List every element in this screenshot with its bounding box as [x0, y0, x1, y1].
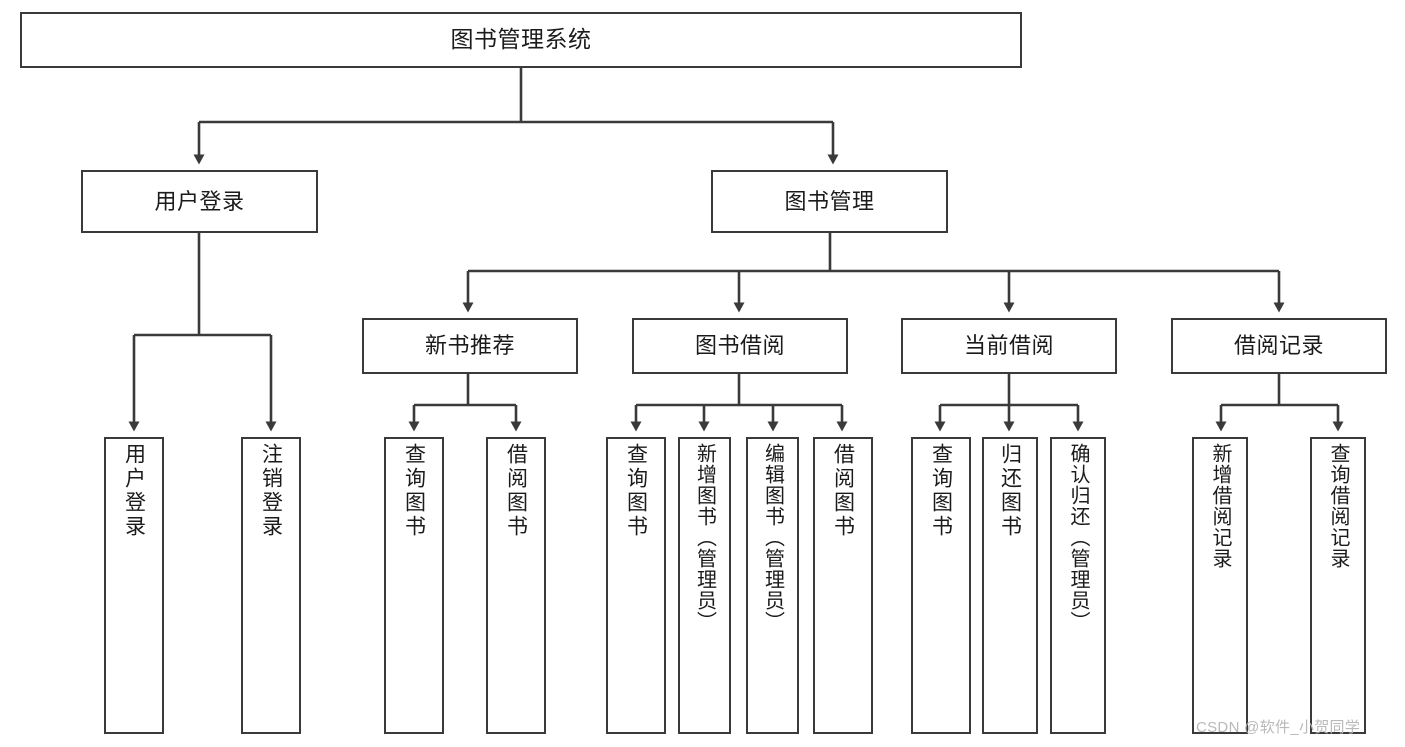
node-label: 查询借阅记录: [1327, 443, 1349, 569]
csdn-watermark: CSDN @软件_小贺同学: [1196, 719, 1361, 736]
node-label: 图书管理: [784, 188, 875, 214]
node-user-login[interactable]: 用户登录: [81, 170, 318, 233]
node-label: 图书管理系统: [450, 26, 592, 53]
leaf-new-book-borrow-books[interactable]: 借阅图书: [486, 437, 546, 734]
node-label: 查询图书: [929, 443, 953, 539]
node-borrowing-records[interactable]: 借阅记录: [1171, 318, 1387, 374]
node-current-borrowing[interactable]: 当前借阅: [901, 318, 1117, 374]
node-label: 新书推荐: [424, 333, 515, 359]
leaf-user-login-login[interactable]: 用户登录: [104, 437, 164, 734]
leaf-record-add-borrow-record[interactable]: 新增借阅记录: [1192, 437, 1248, 734]
node-label: 编辑图书（管理员）: [761, 443, 784, 632]
leaf-borrow-borrow-books[interactable]: 借阅图书: [813, 437, 873, 734]
leaf-borrow-query-books[interactable]: 查询图书: [606, 437, 666, 734]
leaf-borrow-edit-book-admin[interactable]: 编辑图书（管理员）: [746, 437, 799, 734]
node-new-book-recommendation[interactable]: 新书推荐: [362, 318, 578, 374]
node-root-book-management-system[interactable]: 图书管理系统: [20, 12, 1022, 68]
node-label: 注销登录: [259, 443, 283, 539]
leaf-current-confirm-return-admin[interactable]: 确认归还（管理员）: [1050, 437, 1106, 734]
node-book-management[interactable]: 图书管理: [711, 170, 948, 233]
node-label: 新增图书（管理员）: [693, 443, 716, 632]
node-label: 用户登录: [122, 443, 146, 539]
node-label: 当前借阅: [963, 333, 1054, 359]
node-label: 确认归还（管理员）: [1067, 443, 1089, 632]
node-label: 借阅图书: [831, 443, 855, 539]
node-label: 查询图书: [402, 443, 426, 539]
node-label: 图书借阅: [694, 333, 785, 359]
node-label: 归还图书: [998, 443, 1022, 539]
leaf-record-query-borrow-record[interactable]: 查询借阅记录: [1310, 437, 1366, 734]
node-label: 用户登录: [154, 188, 245, 214]
node-label: 借阅图书: [504, 443, 528, 539]
leaf-current-query-books[interactable]: 查询图书: [911, 437, 971, 734]
leaf-new-book-query-books[interactable]: 查询图书: [384, 437, 444, 734]
node-label: 查询图书: [624, 443, 648, 539]
leaf-borrow-add-book-admin[interactable]: 新增图书（管理员）: [678, 437, 731, 734]
leaf-current-return-books[interactable]: 归还图书: [982, 437, 1038, 734]
node-label: 借阅记录: [1233, 333, 1324, 359]
leaf-user-login-logout[interactable]: 注销登录: [241, 437, 301, 734]
node-book-borrowing[interactable]: 图书借阅: [632, 318, 848, 374]
node-label: 新增借阅记录: [1209, 443, 1231, 569]
